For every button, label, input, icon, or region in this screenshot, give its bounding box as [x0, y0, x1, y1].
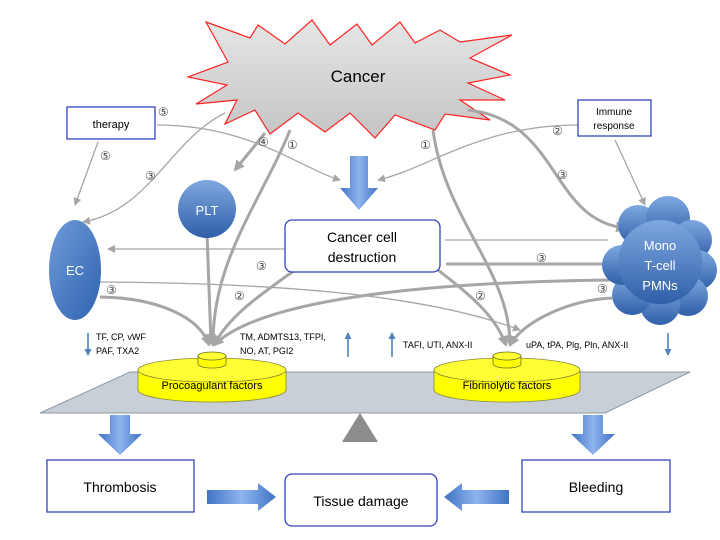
bleeding-box	[521, 459, 671, 513]
arrow-immune-to-destruction	[377, 124, 579, 183]
antifib-factors: TAFI, UTI, ANX-II	[403, 340, 472, 350]
tcell-label: T-cell	[644, 258, 675, 273]
mono-label: Mono	[644, 238, 677, 253]
pathway-numbers: ⑤ ⑤ ③ ④ ① ① ② ③ ③ ③ ③ ② ② ③	[100, 105, 608, 303]
arrow-mono-to-fibrinolytic	[508, 296, 613, 347]
arrow-ec-to-procoagulant	[99, 295, 212, 347]
balance-platform	[39, 371, 691, 414]
tissue-damage-label: Tissue damage	[313, 493, 408, 509]
num-1-left: ①	[287, 138, 298, 152]
arrow-mono-to-procoagulant	[212, 278, 616, 347]
num-3-mono: ③	[597, 282, 608, 296]
regulation-arrows	[84, 332, 672, 357]
therapy-label: therapy	[93, 119, 130, 131]
plt-label: PLT	[196, 203, 219, 218]
thick-gray-arrows	[99, 108, 627, 347]
immune-label-line2: response	[593, 121, 635, 132]
arrow-cancer-to-fibrinolytic	[431, 129, 516, 347]
factor-lists: TF, CP, vWF PAF, TXA2 TM, ADMTS13, TFPI,…	[96, 332, 628, 356]
num-5-therapy-ec: ⑤	[100, 149, 111, 163]
arrow-cancer-to-plt	[233, 132, 267, 172]
destruction-box	[284, 219, 441, 273]
num-5-therapy: ⑤	[158, 105, 169, 119]
arrow-plt-to-procoagulant	[205, 232, 217, 345]
cancer-label: Cancer	[331, 67, 386, 86]
arrow-cancer-to-ec	[82, 112, 226, 225]
immune-label-line1: Immune	[596, 107, 633, 118]
proco-factors-line1: TF, CP, vWF	[96, 332, 146, 342]
balance-fulcrum	[342, 413, 378, 442]
plt-node	[178, 180, 236, 238]
anticoag-factors-line2: NO, AT, PGI2	[240, 346, 293, 356]
procoagulant-cylinder	[137, 351, 287, 403]
thrombosis-label: Thrombosis	[83, 479, 156, 495]
pmns-label: PMNs	[642, 278, 678, 293]
procoagulant-label: Procoagulant factors	[162, 380, 263, 392]
thin-gray-arrows	[73, 112, 646, 332]
immune-cells-cloud	[602, 196, 717, 325]
arrow-immune-to-mono	[614, 139, 646, 206]
bleeding-label: Bleeding	[569, 479, 624, 495]
num-4-plt: ④	[258, 135, 269, 149]
arrow-cancer-to-procoagulant	[207, 129, 292, 347]
arrow-therapy-to-ec	[73, 141, 99, 206]
arrow-cancer-to-destruction	[340, 156, 378, 210]
tissue-damage-box	[284, 473, 438, 527]
thrombosis-box	[46, 459, 195, 513]
immune-response-box	[577, 99, 652, 137]
cancer-star	[185, 19, 513, 139]
fibrino-factors: uPA, tPA, Plg, Pln, ANX-II	[526, 340, 628, 350]
fibrinolytic-label: Fibrinolytic factors	[463, 380, 552, 392]
num-3-cancer-ec: ③	[145, 169, 156, 183]
ec-node	[49, 220, 101, 320]
arrow-ec-to-fibrinolytic	[97, 281, 521, 332]
num-3-destruction-mono: ③	[536, 251, 547, 265]
arrow-cancer-to-mono	[467, 108, 627, 233]
arrow-to-thrombosis	[98, 415, 142, 455]
therapy-box	[66, 106, 156, 140]
ec-label: EC	[66, 263, 84, 278]
num-1-right: ①	[420, 138, 431, 152]
num-3-cancer-mono: ③	[557, 168, 568, 182]
destruction-label-line2: destruction	[328, 249, 396, 265]
num-3-ec: ③	[106, 283, 117, 297]
num-3-mono-ec: ③	[256, 259, 267, 273]
arrow-destruction-to-fibrinolytic	[437, 268, 509, 347]
arrow-bleeding-to-tissue	[444, 483, 509, 511]
arrow-thrombosis-to-tissue	[207, 483, 276, 511]
fibrinolytic-cylinder	[433, 351, 581, 403]
num-2-immune: ②	[552, 124, 563, 138]
num-2-right: ②	[475, 289, 486, 303]
anticoag-factors-line1: TM, ADMTS13, TFPI,	[240, 332, 326, 342]
arrow-to-bleeding	[571, 415, 615, 455]
arrow-therapy-to-destruction	[156, 124, 341, 182]
proco-factors-line2: PAF, TXA2	[96, 346, 139, 356]
arrow-mono-to-ec	[108, 239, 608, 249]
destruction-label-line1: Cancer cell	[327, 229, 397, 245]
num-2-left: ②	[234, 289, 245, 303]
